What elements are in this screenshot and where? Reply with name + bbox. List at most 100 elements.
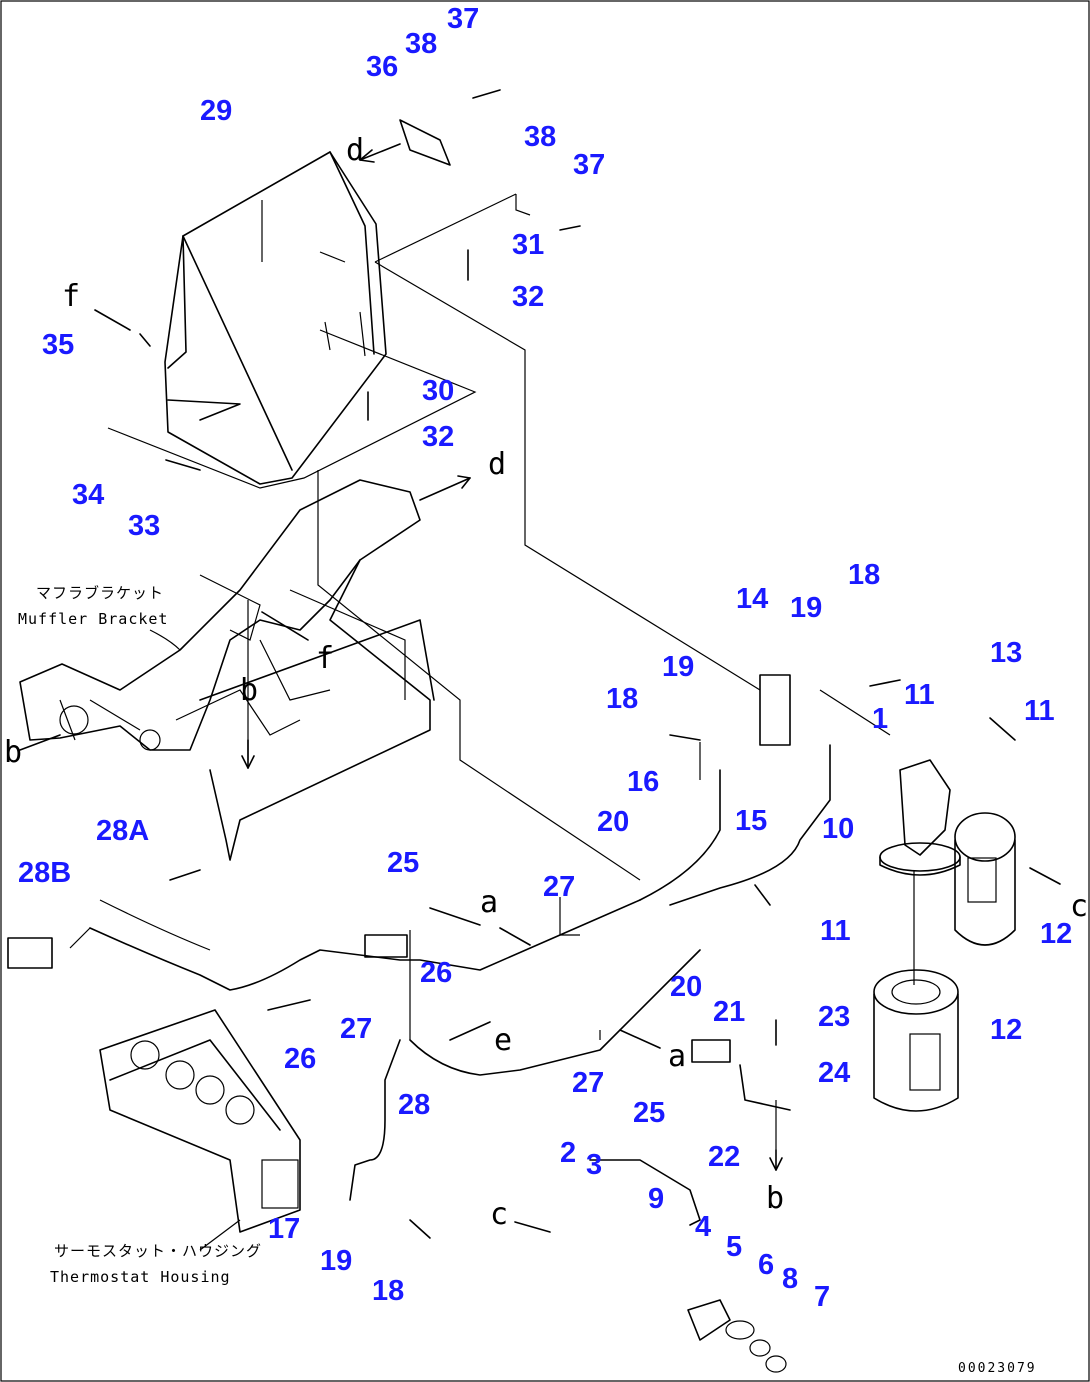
callout-20: 20: [670, 971, 702, 1003]
callout-9: 9: [648, 1183, 664, 1215]
callout-28: 28: [398, 1089, 430, 1121]
callout-28a: 28A: [96, 815, 149, 847]
callout-11: 11: [820, 915, 851, 947]
gasket-5: [687, 1299, 731, 1341]
spacer-25a: [364, 934, 408, 958]
connector-block-14: [759, 674, 791, 746]
callout-16: 16: [627, 766, 659, 798]
washer-8: [749, 1339, 771, 1357]
text-annotations: マフラブラケット Muffler Bracket サーモスタット・ハウジング T…: [18, 584, 1037, 1376]
callout-22: 22: [708, 1141, 740, 1173]
thermostat-label-en: Thermostat Housing: [50, 1268, 231, 1286]
callout-27: 27: [572, 1067, 604, 1099]
callout-38: 38: [405, 28, 437, 60]
callout-7: 7: [814, 1281, 830, 1313]
ref-letter-f: f: [62, 279, 80, 314]
callout-38: 38: [524, 121, 556, 153]
ref-letter-a: a: [668, 1039, 686, 1074]
cover-bracket-drawing: [107, 151, 517, 489]
callout-18: 18: [606, 683, 638, 715]
callout-18: 18: [848, 559, 880, 591]
washer-6: [725, 1320, 755, 1340]
callout-labels: 37 38 36 29 38 37 31 32 35 30 32 34 33 1…: [18, 3, 1072, 1313]
ref-letter-b: b: [766, 1181, 784, 1216]
bolt-21: [754, 884, 771, 906]
nut-7: [765, 1355, 787, 1373]
thermostat-housing-drawing: [99, 1009, 301, 1233]
sensor-9: [589, 1159, 701, 1226]
callout-19: 19: [790, 592, 822, 624]
callout-4: 4: [695, 1211, 711, 1243]
callout-27: 27: [340, 1013, 372, 1045]
oil-filter-drawing: [873, 759, 1016, 1112]
bolt-18a: [669, 734, 701, 741]
callout-12: 12: [990, 1014, 1022, 1046]
callout-33: 33: [128, 510, 160, 542]
small-parts: [7, 89, 1016, 1373]
callout-26: 26: [284, 1043, 316, 1075]
callout-24: 24: [818, 1057, 850, 1089]
oil-pipes: [89, 744, 831, 1201]
callout-31: 31: [512, 229, 544, 261]
callout-37: 37: [573, 149, 605, 181]
bolt-18b: [869, 679, 901, 687]
callout-37: 37: [447, 3, 479, 35]
spacer-25b: [691, 1039, 731, 1063]
callout-15: 15: [735, 805, 767, 837]
bolt-28a: [169, 869, 201, 881]
leader-lines: [69, 194, 891, 1150]
callout-26: 26: [420, 957, 452, 989]
direction-arrows: [19, 143, 1061, 1233]
bolt-13: [989, 717, 1016, 741]
callout-1: 1: [872, 703, 888, 735]
ref-letter-e: e: [494, 1023, 512, 1058]
callout-11: 11: [1024, 695, 1055, 727]
ref-letter-a: a: [480, 885, 498, 920]
callout-35: 35: [42, 329, 74, 361]
callout-34: 34: [72, 479, 104, 511]
bolt-26a: [267, 999, 311, 1011]
bolt-26b: [429, 907, 481, 926]
callout-13: 13: [990, 637, 1022, 669]
bolt-37b: [559, 225, 581, 231]
nut-35: [139, 333, 151, 347]
callout-8: 8: [782, 1263, 798, 1295]
ref-letter-c: c: [1070, 889, 1088, 924]
callout-5: 5: [726, 1231, 742, 1263]
callout-19: 19: [662, 651, 694, 683]
callout-6: 6: [758, 1249, 774, 1281]
callout-2: 2: [560, 1137, 576, 1169]
letter-references: d f d f b b c a e a b c: [4, 133, 1088, 1232]
callout-32: 32: [422, 421, 454, 453]
adapter-28b: [7, 937, 53, 969]
callout-12: 12: [1040, 918, 1072, 950]
muffler-label-jp: マフラブラケット: [36, 584, 164, 602]
callout-30: 30: [422, 375, 454, 407]
ref-letter-d: d: [346, 133, 364, 168]
callout-18: 18: [372, 1275, 404, 1307]
callout-25: 25: [387, 847, 419, 879]
drawing-reference-number: 00023079: [958, 1361, 1037, 1376]
callout-23: 23: [818, 1001, 850, 1033]
callout-25: 25: [633, 1097, 665, 1129]
clamp-22: [739, 1064, 791, 1111]
muffler-label-en: Muffler Bracket: [18, 610, 168, 628]
callout-27: 27: [543, 871, 575, 903]
callout-19: 19: [320, 1245, 352, 1277]
callout-29: 29: [200, 95, 232, 127]
ref-letter-b: b: [240, 673, 258, 708]
callout-20: 20: [597, 806, 629, 838]
callout-11: 11: [904, 679, 935, 711]
callout-14: 14: [736, 583, 768, 615]
callout-10: 10: [822, 813, 854, 845]
bolt-18c: [409, 1219, 431, 1239]
callout-21: 21: [713, 996, 745, 1028]
thermostat-label-jp: サーモスタット・ハウジング: [54, 1242, 262, 1260]
plate-36: [399, 119, 451, 166]
bolt-33: [165, 459, 201, 471]
ref-letter-b: b: [4, 735, 22, 770]
ref-letter-d: d: [488, 447, 506, 482]
callout-36: 36: [366, 51, 398, 83]
bolt-37a: [472, 89, 501, 99]
